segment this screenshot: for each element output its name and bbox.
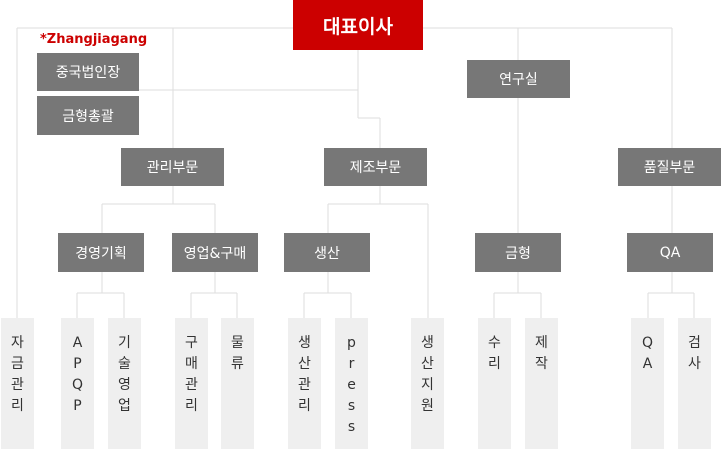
column-char: r xyxy=(348,356,355,372)
column-char: 검 xyxy=(688,335,701,351)
mold-label: 금형 xyxy=(505,245,531,262)
mold-head-box: 금형총괄 xyxy=(37,96,139,135)
manufacturing-division-box: 제조부문 xyxy=(324,148,427,186)
column-char: 리 xyxy=(488,356,501,372)
column-char: 리 xyxy=(11,398,24,414)
column-char: 구 xyxy=(185,335,198,351)
production-box: 생산 xyxy=(284,233,370,272)
research-box: 연구실 xyxy=(467,60,570,98)
management-division-label: 관리부문 xyxy=(146,160,199,176)
column-char: 리 xyxy=(185,398,198,414)
sales-purchase-label: 영업&구매 xyxy=(183,245,247,262)
column-char: 원 xyxy=(421,398,434,414)
column-char: 기 xyxy=(118,335,131,351)
mold-box: 금형 xyxy=(475,233,561,272)
column-char: 술 xyxy=(118,356,131,372)
planning-box: 경영기획 xyxy=(58,233,144,272)
quality-division-box: 품질부문 xyxy=(618,148,721,186)
column-char: P xyxy=(73,398,82,414)
china-head-label: 중국법인장 xyxy=(55,65,121,81)
column-char: 영 xyxy=(118,377,131,393)
column-char: 생 xyxy=(421,335,434,351)
column-char: p xyxy=(347,335,356,351)
column-char: 업 xyxy=(118,398,131,414)
column-char: P xyxy=(73,356,82,372)
column-char: 물 xyxy=(231,335,244,351)
column-char: s xyxy=(347,398,356,414)
column-char: Q xyxy=(641,335,654,351)
column-char: 지 xyxy=(421,377,434,393)
research-label: 연구실 xyxy=(499,72,538,88)
planning-label: 경영기획 xyxy=(75,245,127,262)
column-char: 관 xyxy=(298,377,311,393)
column-char: 제 xyxy=(535,335,548,351)
column-char: 산 xyxy=(298,356,311,372)
mold-head-label: 금형총괄 xyxy=(62,108,114,125)
qa-label: QA xyxy=(659,244,681,261)
production-label: 생산 xyxy=(314,245,340,262)
ceo-label: 대표이사 xyxy=(323,15,393,38)
manufacturing-division-label: 제조부문 xyxy=(349,160,402,176)
column-char: s xyxy=(347,419,356,435)
column-char: 류 xyxy=(231,356,244,372)
column-char: 금 xyxy=(11,356,24,372)
management-division-box: 관리부문 xyxy=(121,148,224,186)
column-char: e xyxy=(347,377,356,393)
ceo-box: 대표이사 xyxy=(293,0,423,50)
qa-box: QA xyxy=(627,233,713,272)
column-char: 자 xyxy=(11,335,24,351)
column-char: 작 xyxy=(535,356,548,372)
column-char: A xyxy=(72,335,83,351)
column-char: 사 xyxy=(688,356,701,372)
column-char: 관 xyxy=(185,377,198,393)
quality-division-label: 품질부문 xyxy=(643,160,696,176)
column-char: 산 xyxy=(421,356,434,372)
column-char: 리 xyxy=(298,398,311,414)
column-char: A xyxy=(642,356,653,372)
column-char: 매 xyxy=(185,356,198,372)
column-char: 생 xyxy=(298,335,311,351)
china-head-box: 중국법인장 xyxy=(37,53,139,91)
column-char: Q xyxy=(71,377,84,393)
sales-purchase-box: 영업&구매 xyxy=(172,233,258,272)
column-char: 수 xyxy=(488,335,501,351)
column-char: 관 xyxy=(11,377,24,393)
zhangjiagang-note: *Zhangjiagang xyxy=(40,32,148,47)
